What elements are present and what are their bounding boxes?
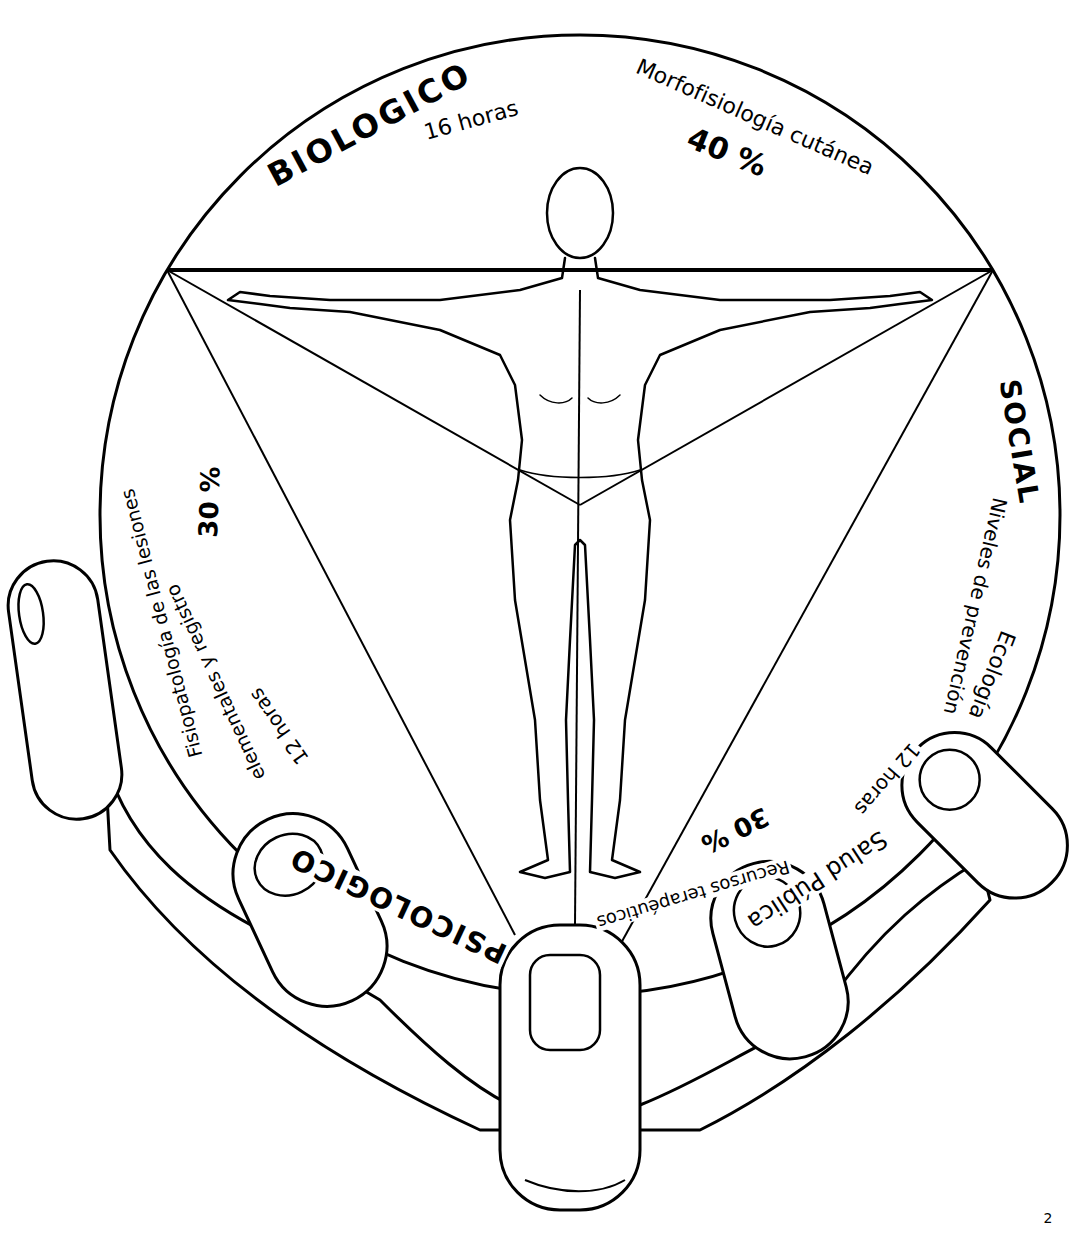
finger: [2, 555, 127, 825]
fingernail: [15, 583, 47, 646]
sector-label: 30 %: [695, 801, 775, 859]
head: [547, 168, 613, 258]
sector-label: 30 %: [195, 464, 225, 540]
human-figure: [228, 168, 932, 878]
finger: [500, 925, 640, 1210]
body-outline: [228, 258, 932, 878]
sector-label: SOCIAL: [994, 375, 1045, 509]
axis-line: [575, 290, 580, 925]
chest-detail: [588, 395, 620, 403]
finger-shape: [2, 555, 127, 825]
sector-label: PSICOLOGICO: [283, 841, 513, 969]
chest-detail: [540, 395, 572, 403]
page-number: 2: [1042, 1211, 1055, 1226]
finger-detail: [525, 1180, 625, 1191]
waist-detail: [520, 470, 640, 478]
triangle-lines: [167, 270, 993, 945]
finger-shape: [500, 925, 640, 1210]
sector-label: 12 horas: [849, 738, 925, 821]
top-line: [167, 268, 993, 272]
fingernail: [530, 955, 600, 1050]
